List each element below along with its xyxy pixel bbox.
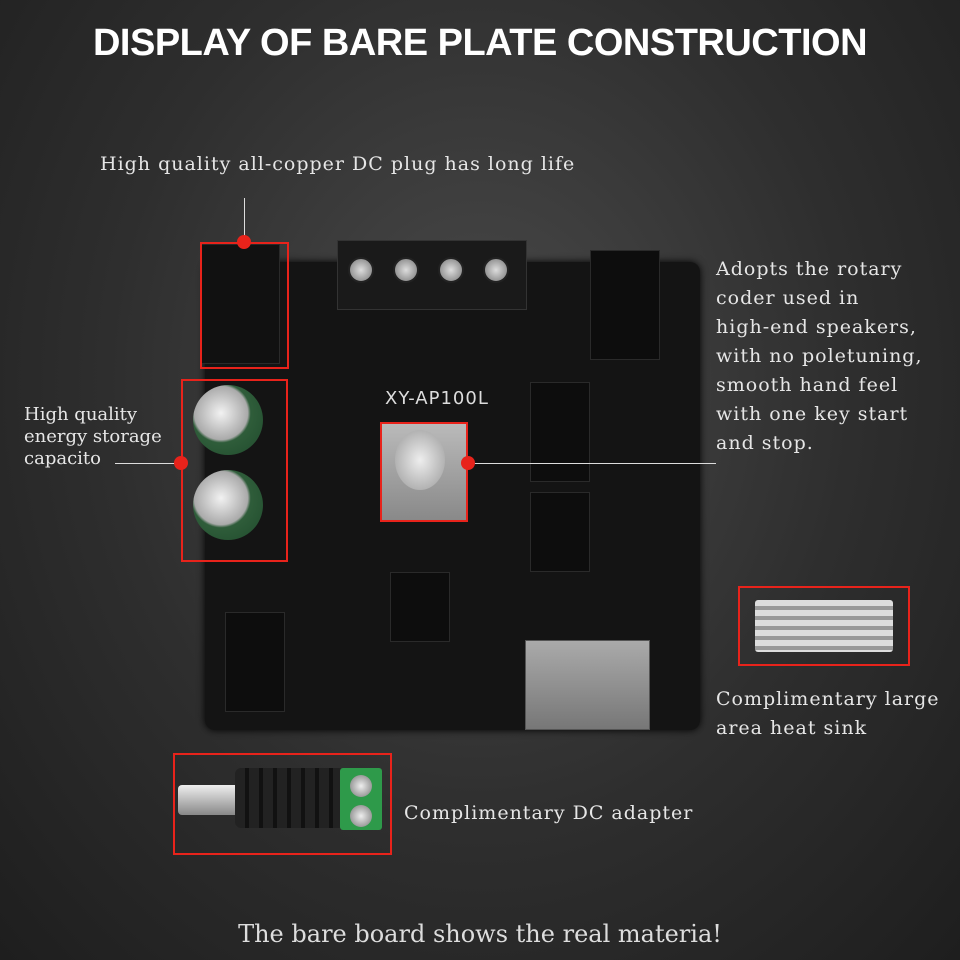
callout-line [244, 198, 245, 242]
dc-plug-highlight [200, 242, 289, 369]
speaker-terminal [337, 240, 527, 310]
footer-caption: The bare board shows the real materia! [238, 920, 722, 948]
dc-plug-note: High quality all-copper DC plug has long… [100, 153, 576, 175]
screw [483, 257, 509, 283]
callout-dot [237, 235, 251, 249]
rotary-knob [395, 430, 445, 490]
capacitor [193, 470, 263, 540]
heat-sink-note-line: Complimentary large [716, 688, 940, 710]
capacitor-highlight [181, 379, 288, 562]
board-label: XY-AP100L [385, 388, 489, 409]
rotary-note-line: high-end speakers, [716, 316, 917, 338]
rotary-note-line: Adopts the rotary [716, 258, 903, 280]
capacitor [193, 385, 263, 455]
screw [393, 257, 419, 283]
capacitor-note-line: capacito [24, 448, 101, 469]
callout-dot [174, 456, 188, 470]
rotary-note-line: and stop. [716, 432, 814, 454]
callout-line [115, 463, 181, 464]
dc-adapter-plug [178, 785, 240, 815]
amp-chip [530, 492, 590, 572]
callout-line [468, 463, 716, 464]
bluetooth-chip [390, 572, 450, 642]
capacitor-note-line: High quality [24, 404, 138, 425]
heat-sink-highlight [738, 586, 910, 666]
audio-jack [590, 250, 660, 360]
capacitor-note-line: energy storage [24, 426, 162, 447]
dc-adapter-body [235, 768, 345, 828]
screw [350, 775, 372, 797]
aux-jack [225, 612, 285, 712]
page-title: DISPLAY OF BARE PLATE CONSTRUCTION [92, 22, 868, 64]
dc-adapter-note: Complimentary DC adapter [404, 802, 694, 824]
heat-sink [755, 600, 893, 652]
circuit-board [200, 240, 700, 730]
dc-adapter-highlight [173, 753, 392, 855]
screw [348, 257, 374, 283]
heat-sink-note-line: area heat sink [716, 717, 868, 739]
screw [350, 805, 372, 827]
screw [438, 257, 464, 283]
usb-port [525, 640, 650, 730]
rotary-note-line: smooth hand feel [716, 374, 899, 396]
rotary-note-line: with no poletuning, [716, 345, 923, 367]
rotary-note-line: coder used in [716, 287, 860, 309]
callout-dot [461, 456, 475, 470]
amp-chip [530, 382, 590, 482]
rotary-highlight [380, 422, 468, 522]
rotary-note-line: with one key start [716, 403, 909, 425]
